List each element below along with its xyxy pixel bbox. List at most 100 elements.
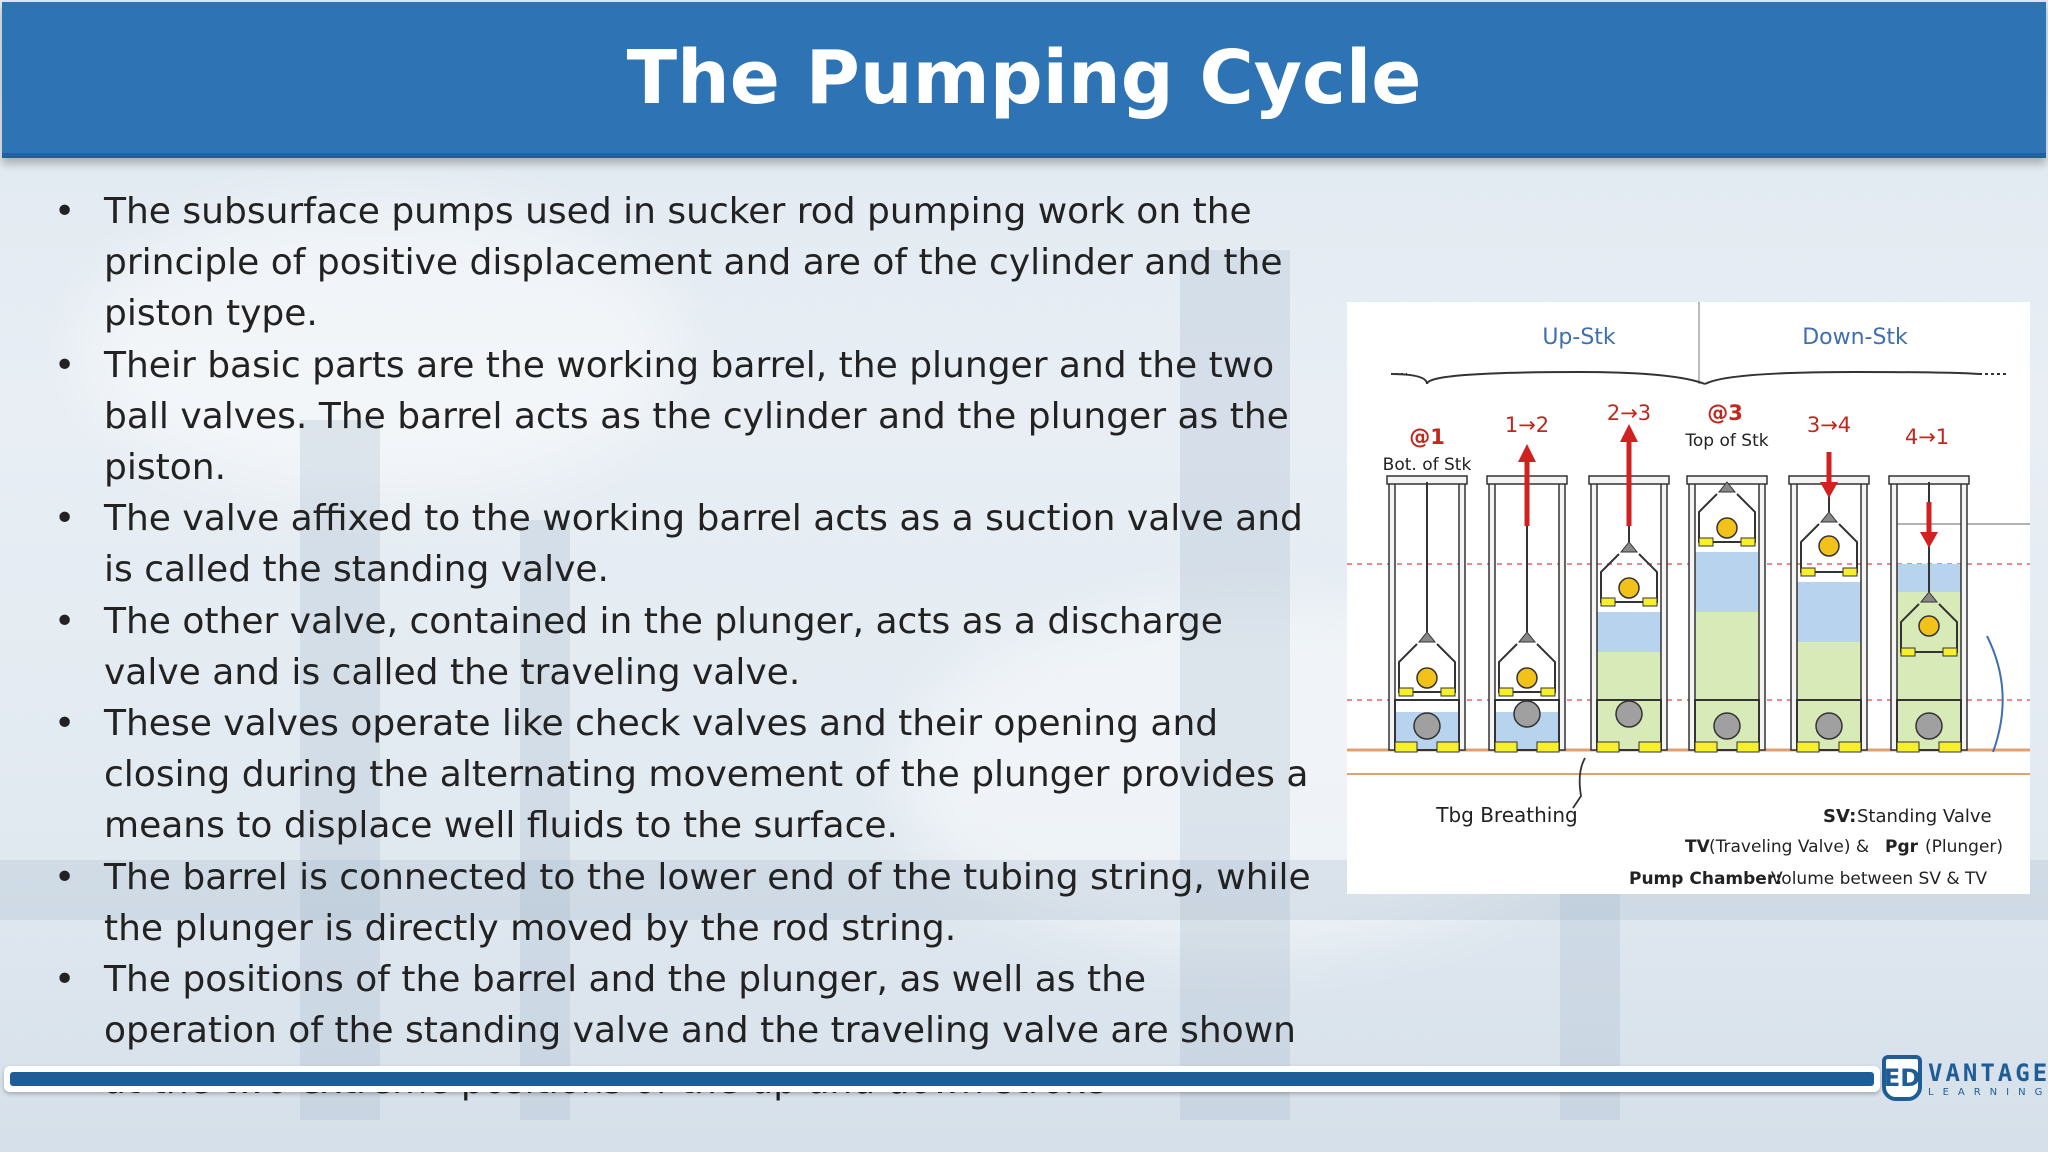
slide-title: The Pumping Cycle (626, 34, 1422, 121)
up-stroke-brace (1390, 370, 1706, 385)
plunger-cage (1800, 523, 1858, 573)
standing-valve-cage (1796, 699, 1862, 751)
stage-label-2: 1→2 (1505, 413, 1549, 437)
sv-seat-left (1394, 741, 1418, 753)
cycle-return-arrow (1986, 635, 2004, 753)
bullet-symbol: • (54, 856, 76, 898)
tv-seat-right (1642, 597, 1658, 607)
bullet-symbol: • (54, 344, 76, 386)
down-stroke-brace (1704, 370, 1980, 385)
pump-diagram-svg: Up-Stk Down-Stk @1 1→2 2→3 @3 3→4 4→1 Bo… (1347, 302, 2030, 889)
traveling-valve-ball (1918, 615, 1940, 637)
logo-subtitle: LEARNING (1928, 1086, 2048, 1098)
standing-valve-cage (1394, 699, 1460, 751)
up-arrow-head (1518, 444, 1536, 462)
standing-valve-cage (1694, 699, 1760, 751)
rod-connector (1619, 541, 1639, 553)
standing-valve-ball (1915, 712, 1943, 740)
tv-seat-right (1842, 567, 1858, 577)
sv-seat-left (1896, 741, 1920, 753)
sv-seat-right (1938, 741, 1962, 753)
up-stroke-label: Up-Stk (1542, 325, 1616, 350)
traveling-valve-ball (1818, 535, 1840, 557)
bullet-symbol: • (54, 703, 76, 745)
standing-valve-ball (1513, 700, 1541, 728)
legend-sv-value: Standing Valve (1857, 806, 1992, 827)
bullet-item: • These valves operate like check valves … (48, 698, 1318, 852)
bullet-item: •The barrel is connected to the lower en… (48, 852, 1318, 954)
bullet-text: The subsurface pumps used in sucker rod … (104, 191, 1283, 335)
sv-seat-right (1838, 741, 1862, 753)
tubing-breathing-label: Tbg Breathing (1435, 803, 1577, 827)
up-arrow-head (1620, 424, 1638, 442)
bullet-text: These valves operate like check valves a… (104, 703, 1309, 847)
logo-mark: ED (1882, 1055, 1922, 1101)
traveling-valve-ball (1618, 577, 1640, 599)
plunger-cage (1498, 643, 1556, 693)
fluid-gas (1695, 552, 1759, 612)
sv-seat-right (1536, 741, 1560, 753)
sv-seat-left (1596, 741, 1620, 753)
tv-seat-left (1600, 597, 1616, 607)
bullet-symbol: • (54, 191, 76, 232)
bullet-symbol: • (54, 600, 76, 642)
rod-connector (1417, 631, 1437, 643)
standing-valve-ball (1713, 712, 1741, 740)
bullet-text: The valve affixed to the working barrel … (104, 498, 1303, 591)
legend-tv-key: TV (1685, 837, 1711, 857)
legend-pump-chamber-value: Volume between SV & TV (1771, 869, 1987, 889)
standing-valve-ball (1615, 700, 1643, 728)
bullet-symbol: • (54, 498, 76, 540)
vantage-learning-logo: ED VANTAGE LEARNING (1882, 1052, 2048, 1104)
down-arrow-head (1920, 532, 1938, 548)
fluid-gas (1597, 612, 1661, 652)
legend-pump-chamber-key: Pump Chamber: (1629, 869, 1782, 889)
logo-brand: VANTAGE (1928, 1058, 2048, 1087)
legend-sv-key: SV: (1823, 806, 1856, 827)
fluid-gas (1797, 582, 1861, 642)
rod-connector (1819, 511, 1839, 523)
bullet-content: • The subsurface pumps used in sucker rod… (48, 186, 1318, 1108)
sv-seat-right (1638, 741, 1662, 753)
standing-valve-cage (1596, 699, 1662, 751)
tv-seat-right (1440, 687, 1456, 697)
rod-connector (1517, 631, 1537, 643)
footer-bar (4, 1066, 1880, 1092)
traveling-valve-ball (1516, 667, 1538, 689)
legend-pgr-value: (Plunger) (1925, 837, 2003, 857)
plunger-cage (1600, 553, 1658, 603)
bullet-item: • Their basic parts are the working barre… (48, 340, 1318, 494)
tv-seat-left (1698, 537, 1714, 547)
bullet-item: • The valve affixed to the working barrel… (48, 493, 1318, 595)
standing-valve-cage (1896, 699, 1962, 751)
legend-tv-mid: (Traveling Valve) & (1709, 837, 1869, 857)
stage-label-4: @3 (1707, 401, 1743, 425)
bullet-item: • The other valve, contained in the plung… (48, 596, 1318, 698)
standing-valve-ball (1413, 712, 1441, 740)
title-bar: The Pumping Cycle (2, 2, 2046, 158)
tv-seat-left (1498, 687, 1514, 697)
standing-valve-ball (1815, 712, 1843, 740)
sv-seat-left (1494, 741, 1518, 753)
stage-label-6: 4→1 (1905, 425, 1949, 449)
traveling-valve-ball (1416, 667, 1438, 689)
bullet-text: The other valve, contained in the plunge… (104, 600, 1223, 693)
legend-pgr-key: Pgr (1885, 837, 1919, 857)
pumping-cycle-diagram: Up-Stk Down-Stk @1 1→2 2→3 @3 3→4 4→1 Bo… (1347, 302, 2030, 894)
tv-seat-right (1740, 537, 1756, 547)
top-of-stroke-label: Top of Stk (1684, 431, 1768, 451)
plunger-cage (1698, 493, 1756, 543)
tv-seat-left (1800, 567, 1816, 577)
sv-seat-right (1736, 741, 1760, 753)
tv-seat-left (1398, 687, 1414, 697)
bullet-text: Their basic parts are the working barrel… (104, 344, 1289, 489)
stage-label-5: 3→4 (1807, 413, 1851, 437)
rod-connector (1919, 591, 1939, 603)
stage-label-1: @1 (1409, 425, 1445, 449)
bullet-symbol: • (54, 959, 76, 1001)
tv-seat-left (1900, 647, 1916, 657)
plunger-cage (1398, 643, 1456, 693)
sv-seat-right (1436, 741, 1460, 753)
rod-connector (1717, 481, 1737, 493)
bullet-list: • The subsurface pumps used in sucker rod… (48, 186, 1318, 1108)
